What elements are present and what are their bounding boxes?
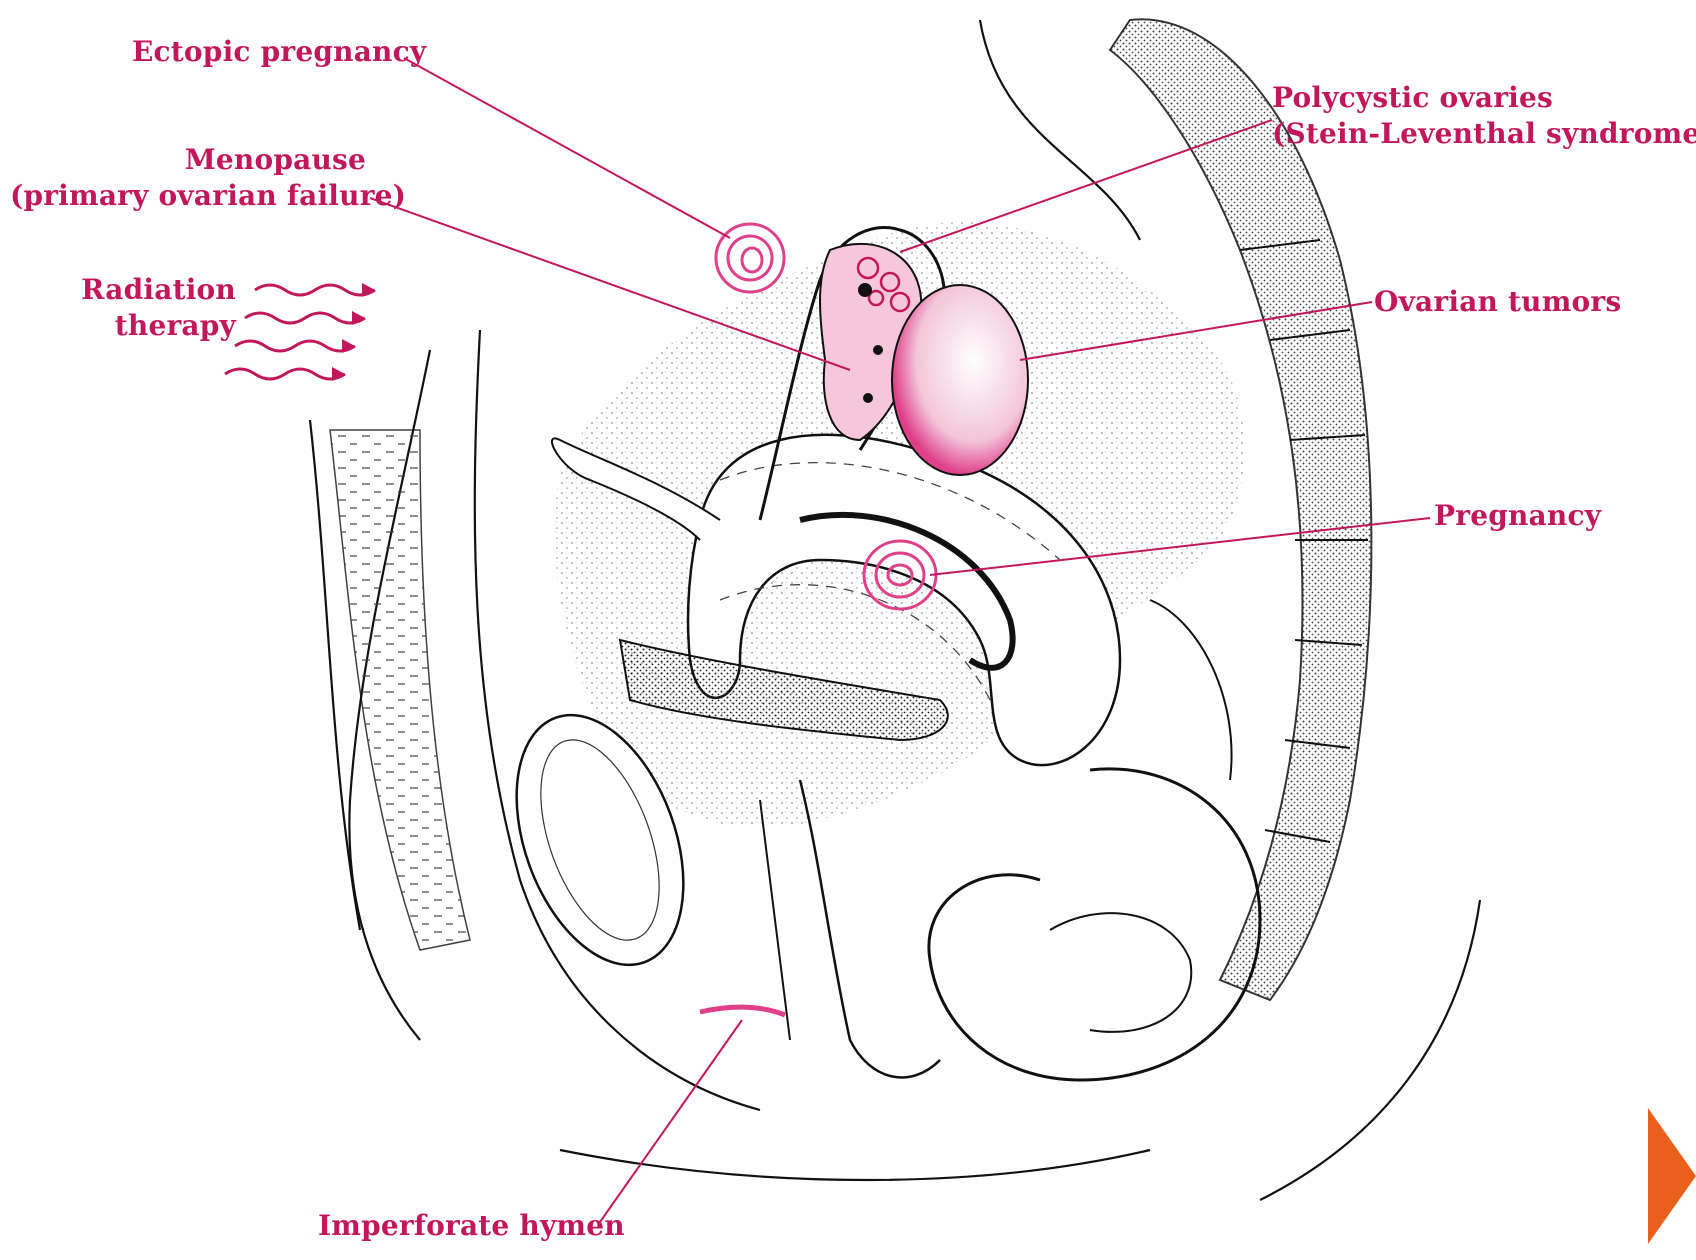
leader-imperforate-hymen (600, 1020, 742, 1222)
label-radiation-line1: Radiation (60, 272, 236, 308)
label-polycystic-line1: Polycystic ovaries (1272, 80, 1696, 116)
label-polycystic-ovaries: Polycystic ovaries (Stein-Leventhal synd… (1272, 80, 1696, 152)
label-menopause: Menopause (primary ovarian failure) (10, 142, 366, 214)
label-menopause-line2: (primary ovarian failure) (10, 178, 366, 214)
next-slide-arrow-icon[interactable] (1648, 1108, 1696, 1244)
label-ovarian-tumors: Ovarian tumors (1374, 284, 1621, 320)
leader-ectopic (404, 58, 730, 238)
imperforate-hymen-marker (700, 1007, 785, 1015)
rectum (929, 769, 1260, 1080)
label-imperforate-hymen: Imperforate hymen (318, 1208, 625, 1244)
ectopic-pregnancy-marker (716, 224, 784, 292)
label-menopause-line1: Menopause (10, 142, 366, 178)
label-radiation-therapy: Radiation therapy (60, 272, 236, 344)
label-polycystic-line2: (Stein-Leventhal syndrome) (1272, 116, 1696, 152)
label-radiation-line2: therapy (60, 308, 236, 344)
label-ectopic-pregnancy: Ectopic pregnancy (132, 34, 426, 70)
label-pregnancy: Pregnancy (1434, 498, 1601, 534)
wavy-arrows-icon (225, 285, 375, 379)
ovarian-tumor (892, 285, 1028, 475)
wavy-arrow-heads (332, 283, 375, 381)
